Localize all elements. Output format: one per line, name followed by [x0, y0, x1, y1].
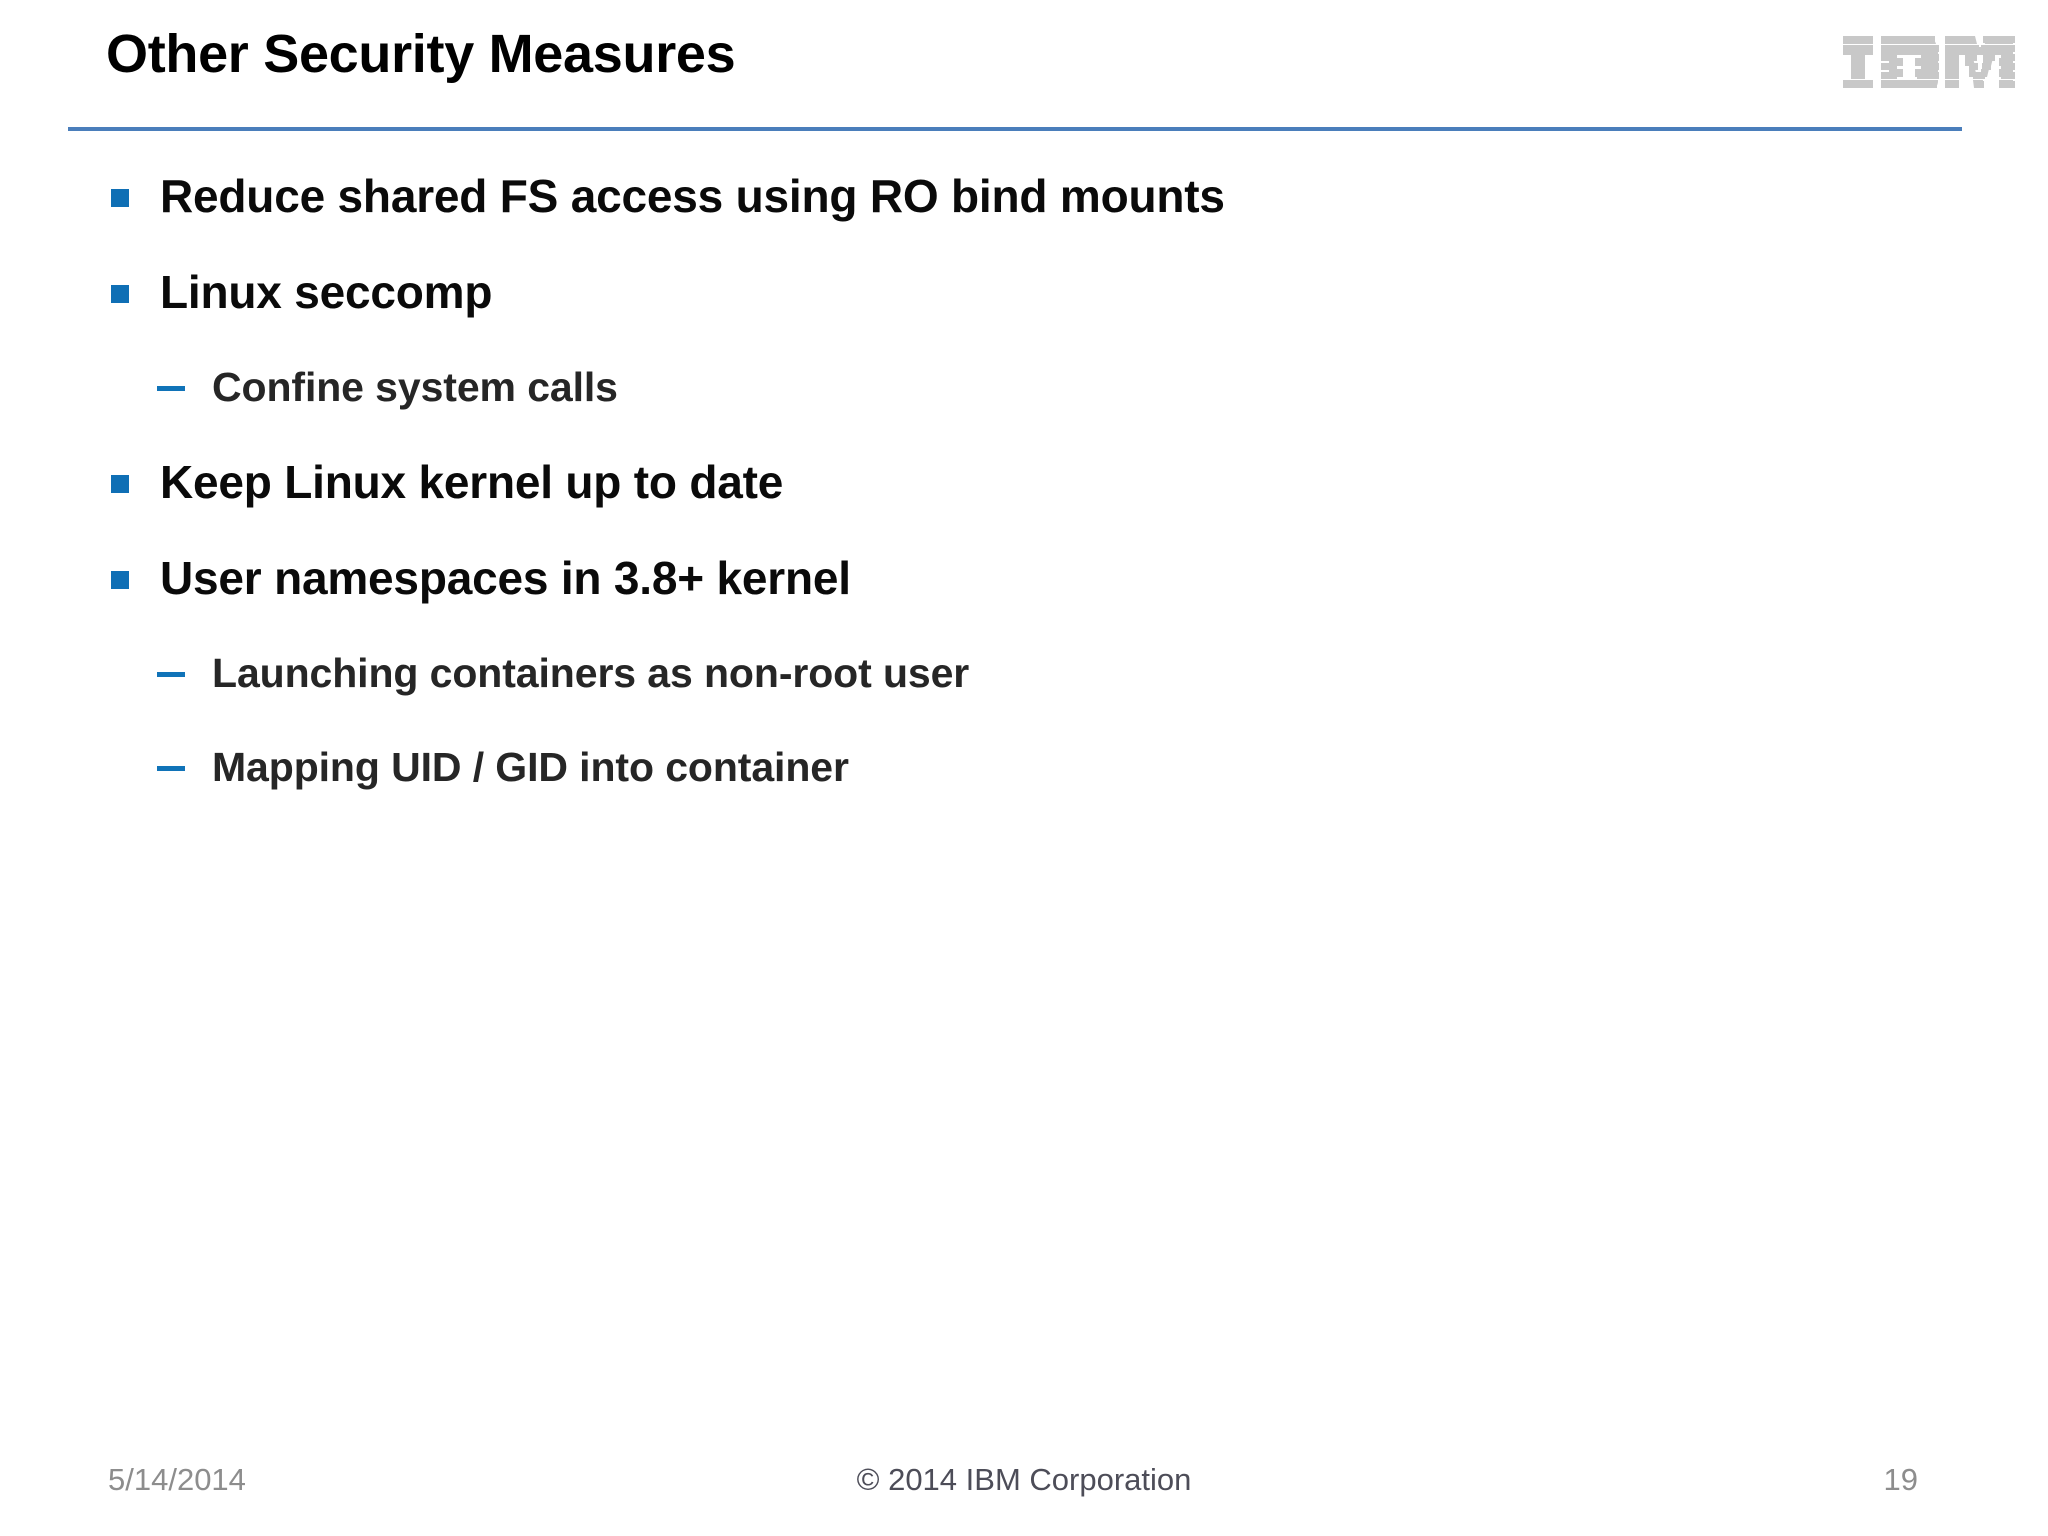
square-bullet-icon [111, 189, 129, 207]
page-title: Other Security Measures [106, 24, 736, 84]
list-item-label: Launching containers as non-root user [212, 650, 970, 696]
dash-bullet-icon [157, 386, 185, 391]
list-item: Confine system calls [0, 340, 2048, 434]
square-bullet-icon [111, 285, 129, 303]
ibm-logo [1843, 36, 2015, 90]
slide-footer: 5/14/2014 © 2014 IBM Corporation 19 [0, 1446, 2048, 1536]
list-item: Keep Linux kernel up to date [0, 434, 2048, 530]
title-divider [68, 127, 1962, 131]
footer-page-number: 19 [1883, 1462, 1918, 1497]
list-item-label: User namespaces in 3.8+ kernel [160, 552, 851, 604]
list-item: Reduce shared FS access using RO bind mo… [0, 148, 2048, 244]
footer-copyright: © 2014 IBM Corporation [856, 1462, 1192, 1497]
square-bullet-icon [111, 475, 129, 493]
list-item: Linux seccomp [0, 244, 2048, 340]
list-item-label: Linux seccomp [160, 266, 493, 318]
list-item: Mapping UID / GID into container [0, 720, 2048, 814]
dash-bullet-icon [157, 766, 185, 771]
list-item-label: Reduce shared FS access using RO bind mo… [160, 170, 1225, 222]
dash-bullet-icon [157, 672, 185, 677]
square-bullet-icon [111, 571, 129, 589]
bullet-list: Reduce shared FS access using RO bind mo… [0, 148, 2048, 814]
list-item: User namespaces in 3.8+ kernel [0, 530, 2048, 626]
footer-date: 5/14/2014 [108, 1462, 246, 1497]
list-item-label: Keep Linux kernel up to date [160, 456, 784, 508]
list-item-label: Confine system calls [212, 364, 618, 410]
list-item: Launching containers as non-root user [0, 626, 2048, 720]
list-item-label: Mapping UID / GID into container [212, 744, 849, 790]
